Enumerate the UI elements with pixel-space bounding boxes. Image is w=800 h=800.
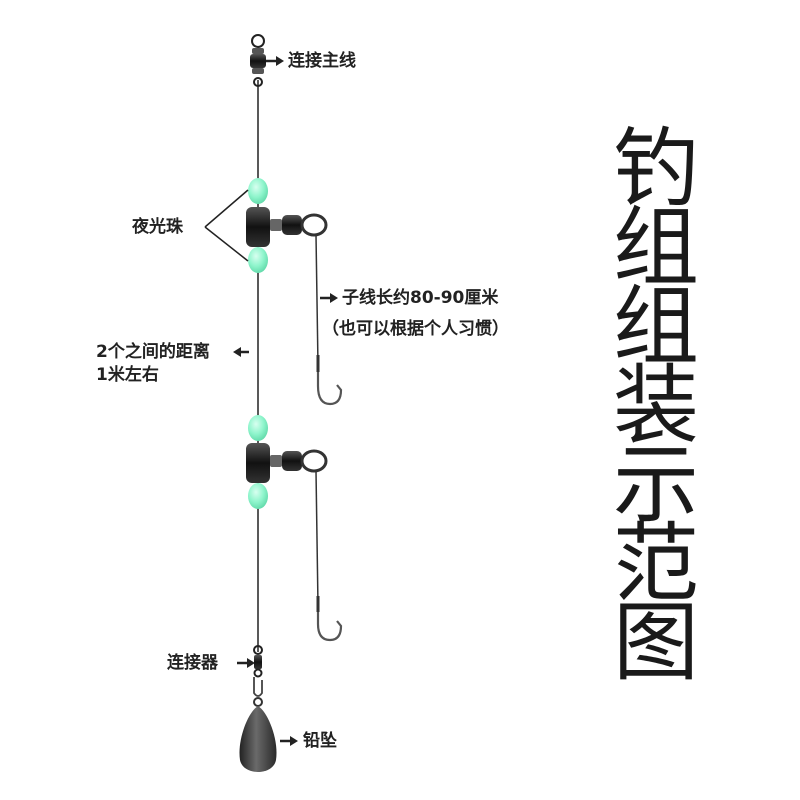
upper-three-way-swivel — [246, 207, 328, 247]
title-char: 示 — [613, 435, 699, 535]
arrow-branch-length — [320, 293, 338, 303]
title-char: 组 — [613, 198, 699, 298]
lower-glow-bead-top — [248, 415, 268, 441]
arrow-connector — [237, 658, 255, 668]
lower-glow-bead-bottom — [248, 483, 268, 509]
upper-hook — [316, 372, 343, 406]
upper-glow-bead-top — [248, 178, 268, 204]
lower-three-way-swivel — [246, 443, 328, 483]
title-char: 钓 — [613, 119, 699, 219]
sinker-weight — [239, 697, 277, 772]
label-glow-beads: 夜光珠 — [132, 217, 183, 237]
arrow-connect-main-line — [266, 56, 284, 66]
title-char: 组 — [613, 277, 699, 377]
label-connector: 连接器 — [167, 653, 218, 673]
label-connect-main-line: 连接主线 — [288, 51, 356, 71]
top-swivel — [250, 34, 266, 87]
title-char: 装 — [613, 356, 699, 456]
upper-glow-bead-bottom — [248, 247, 268, 273]
lower-hook — [316, 612, 343, 642]
connector-clip — [253, 645, 263, 697]
label-branch-length-line1: 子线长约80-90厘米 — [342, 288, 499, 308]
label-branch-length-line2: （也可以根据个人习惯） — [322, 319, 509, 339]
label-sinker: 铅坠 — [303, 731, 337, 751]
vertical-title: 钓 组 组 装 示 范 图 — [596, 119, 716, 693]
arrow-spacing — [233, 347, 249, 357]
bead-callout-lines — [204, 189, 249, 262]
label-spacing-line1: 2个之间的距离 — [96, 342, 210, 362]
title-char: 图 — [613, 593, 699, 693]
lower-branch-line — [315, 470, 320, 612]
title-char: 范 — [613, 514, 699, 614]
label-spacing-line2: 1米左右 — [96, 365, 159, 385]
upper-branch-line — [315, 234, 320, 372]
arrow-sinker — [280, 736, 298, 746]
